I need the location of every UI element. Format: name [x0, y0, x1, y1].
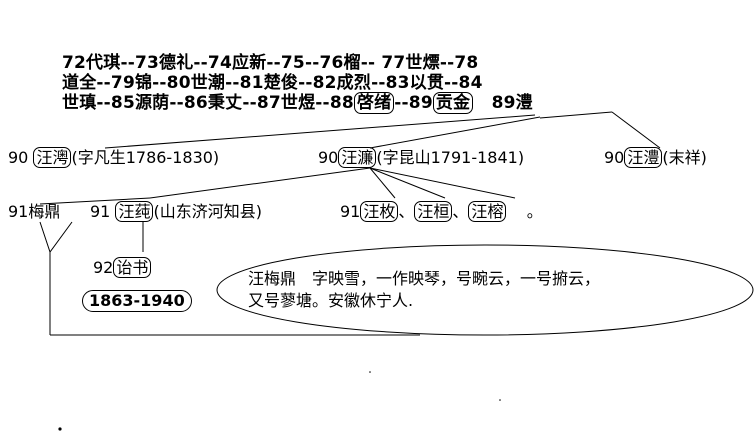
gen90-c-info: (末祥): [662, 148, 707, 167]
lineage-line-1: 72代琪--73德礼--74应新--75--76榴-- 77世熛--78: [62, 53, 479, 73]
gen91-sep2: 、: [452, 202, 469, 221]
note-ellipse: [216, 244, 754, 336]
gen91-b-info: (山东济河知县): [153, 202, 262, 221]
gen91-b: 91 汪莼(山东济河知县): [90, 201, 262, 222]
lineage-line-3-prefix: 世瑱--85源荫--86秉丈--87世煜--88: [62, 93, 354, 113]
gen91-b-name: 汪莼: [115, 201, 154, 222]
gen90-c-num: 90: [604, 148, 625, 167]
lineage-line-3-suffix: 89澧: [491, 93, 533, 113]
gen90-a-info: (字凡生1786-1830): [71, 148, 220, 167]
lineage-line-3-mid: --89: [394, 93, 433, 113]
gen91-c-num: 91: [340, 202, 361, 221]
gen90-row: 90 汪澚(字凡生1786-1830): [8, 147, 220, 168]
gen90-b-num: 90: [318, 148, 339, 167]
gen90-a-num: 90: [8, 148, 29, 167]
note-line-2: 又号蓼塘。安徽休宁人.: [248, 291, 414, 310]
lineage-line-2: 道全--79锦--80世潮--81楚俊--82成烈--83以贯--84: [62, 73, 483, 93]
gen90-a-name: 汪澚: [33, 147, 72, 168]
gen92-num: 92: [93, 258, 114, 277]
gen90-c-name: 汪澧: [624, 147, 663, 168]
gen91-d-name: 汪桓: [414, 201, 453, 222]
gen91-e-name: 汪榕: [468, 201, 507, 222]
gen92-years: 1863-1940: [82, 290, 192, 312]
boxed-name-gongjin: 贡金: [432, 92, 474, 114]
gen91-a: 91梅鼎: [8, 204, 60, 220]
gen91-a-name: 梅鼎: [28, 202, 61, 221]
note-line-1: 汪梅鼎 字映雪，一作映琴，号畹云，一号捬云，: [248, 269, 601, 288]
gen91-b-num: 91: [90, 202, 111, 221]
gen91-a-num: 91: [8, 202, 29, 221]
gen92-name: 诒书: [113, 257, 152, 278]
boxed-name-qixu: 啓绪: [353, 92, 395, 114]
gen90-b-info: (字昆山1791-1841): [376, 148, 525, 167]
gen91-end: 。: [526, 202, 543, 221]
gen90-b-name: 汪濂: [338, 147, 377, 168]
gen91-c-name: 汪枚: [360, 201, 399, 222]
gen91-sep1: 、: [398, 202, 415, 221]
